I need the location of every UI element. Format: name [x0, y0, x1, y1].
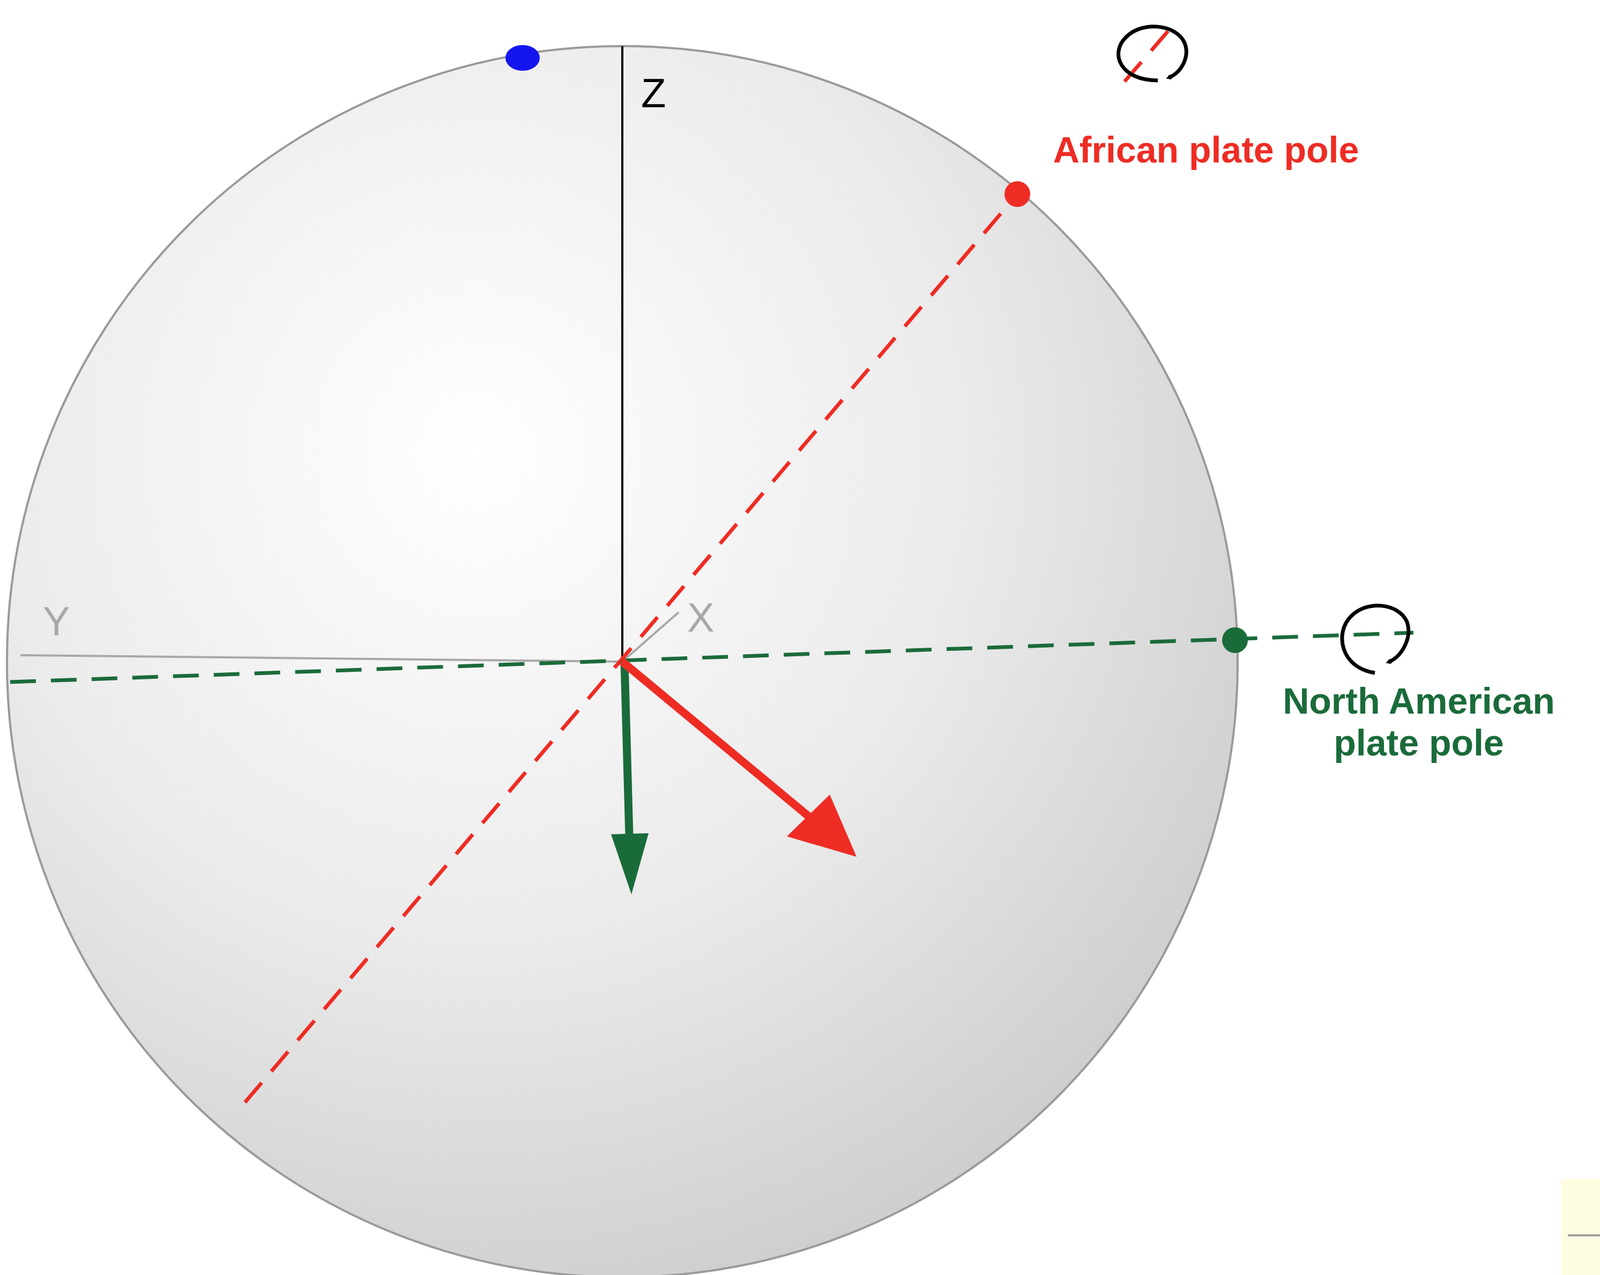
note-rule: [1567, 1233, 1600, 1237]
red-vector: [622, 661, 815, 822]
north-american-pole-dot: [1222, 627, 1248, 653]
african-pole-dot: [1004, 181, 1031, 207]
pole-label: African plate pole: [1053, 128, 1360, 171]
green-vector-head: [611, 832, 649, 895]
axis-label: Y: [42, 597, 71, 645]
axis-label: X: [687, 593, 715, 641]
x-axis: [622, 612, 679, 662]
z-axis: [621, 46, 624, 662]
red-vector-head: [786, 794, 857, 857]
green-vector: [624, 661, 630, 837]
rotation-symbol: [1118, 26, 1187, 81]
african-axis: [244, 194, 1018, 1103]
pole-label: North American plate pole: [1247, 679, 1591, 764]
earth-sphere: [6, 46, 1238, 1275]
axis-label: Z: [641, 69, 666, 117]
rotation-symbol: [1342, 605, 1409, 673]
blue-pole-dot: [505, 45, 540, 71]
y-axis: [20, 655, 623, 662]
note-panel: [1561, 1178, 1600, 1275]
